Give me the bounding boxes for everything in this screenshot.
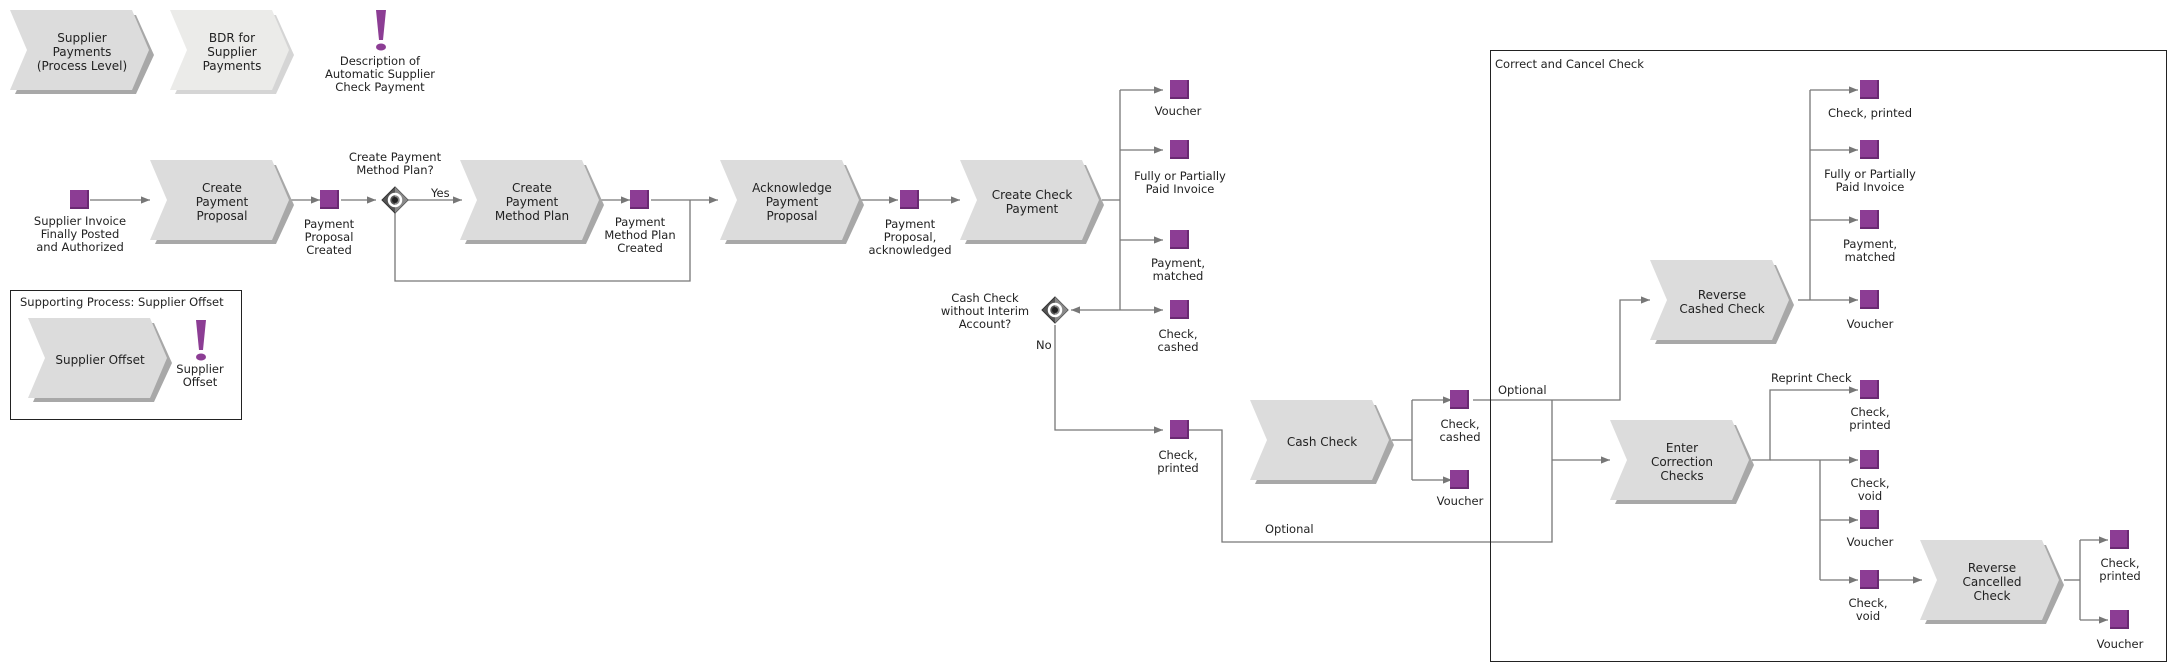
payment-proposal-created-event[interactable]	[320, 190, 339, 209]
check-void-2-event[interactable]	[1860, 570, 1879, 589]
enter-correction-checks-function[interactable]: Enter Correction Checks	[1610, 420, 1754, 504]
function-label: Create Payment Method Plan	[494, 181, 570, 223]
function-label: Create Check Payment	[991, 188, 1073, 216]
edge-printed-optional	[1184, 429, 1553, 543]
edge-gateway-skip	[394, 200, 691, 282]
create-payment-method-plan-function[interactable]: Create Payment Method Plan	[460, 160, 604, 244]
exclamation-icon	[376, 10, 386, 51]
event-label: Payment, matched	[1150, 256, 1206, 283]
supplier-offset-note-label: Supplier Offset	[176, 362, 224, 389]
voucher-2-event[interactable]	[1450, 470, 1469, 489]
gateway-question: Cash Check without Interim Account?	[940, 291, 1030, 331]
event-label: Check, printed	[1157, 448, 1199, 475]
gateway-payment-method-plan-shape	[381, 186, 409, 214]
correct-cancel-title: Correct and Cancel Check	[1495, 57, 1644, 71]
check-printed-1-event[interactable]	[1170, 420, 1189, 439]
supplier-offset-tile[interactable]: Supplier Offset	[28, 318, 172, 402]
yes-label: Yes	[431, 186, 450, 200]
gateway-question: Create Payment Method Plan?	[348, 150, 442, 177]
event-label: Payment Proposal, acknowledged	[868, 217, 952, 257]
supplier-offset-exclamation-icon	[196, 320, 206, 361]
description-note-label: Description of Automatic Supplier Check …	[324, 54, 436, 94]
payment-proposal-acknowledged-event[interactable]	[900, 190, 919, 209]
event-label: Check, void	[1848, 596, 1888, 623]
no-label: No	[1036, 338, 1052, 352]
tile-label: BDR for Supplier Payments	[202, 31, 262, 73]
event-label: Check, printed	[1849, 405, 1891, 432]
event-label: Voucher	[1846, 535, 1894, 549]
create-check-payment-function[interactable]: Create Check Payment	[960, 160, 1104, 244]
voucher-5-event[interactable]	[2110, 610, 2129, 629]
optional-label: Optional	[1265, 522, 1314, 536]
reverse-cashed-check-function[interactable]: Reverse Cashed Check	[1650, 260, 1794, 344]
check-printed-4-event[interactable]	[2110, 530, 2129, 549]
fully-partially-paid-invoice-1-event[interactable]	[1170, 140, 1189, 159]
event-label: Payment Proposal Created	[303, 217, 355, 257]
function-label: Reverse Cancelled Check	[1962, 561, 2022, 603]
function-label: Create Payment Proposal	[195, 181, 249, 223]
cash-check-function[interactable]: Cash Check	[1250, 400, 1394, 484]
tile-label: Supplier Payments (Process Level)	[36, 31, 128, 73]
function-label: Cash Check	[1286, 435, 1358, 449]
event-label: Fully or Partially Paid Invoice	[1134, 169, 1226, 196]
supplier-payments-process-level-tile[interactable]: Supplier Payments (Process Level)	[10, 10, 154, 94]
supplier-invoice-posted-event[interactable]	[70, 190, 89, 209]
event-label: Payment, matched	[1842, 237, 1898, 264]
payment-matched-1-event[interactable]	[1170, 230, 1189, 249]
event-label: Voucher	[1436, 494, 1484, 508]
event-label: Check, printed	[2099, 556, 2141, 583]
reprint-check-label: Reprint Check	[1771, 371, 1852, 385]
create-payment-proposal-function[interactable]: Create Payment Proposal	[150, 160, 294, 244]
voucher-4-event[interactable]	[1860, 510, 1879, 529]
fully-partially-paid-invoice-2-event[interactable]	[1860, 140, 1879, 159]
event-label: Voucher	[1846, 317, 1894, 331]
event-label: Voucher	[2096, 637, 2144, 651]
payment-method-plan-created-event[interactable]	[630, 190, 649, 209]
check-cashed-1-event[interactable]	[1170, 300, 1189, 319]
supporting-process-title: Supporting Process: Supplier Offset	[20, 295, 224, 309]
event-label: Supplier Invoice Finally Posted and Auth…	[33, 214, 127, 254]
reverse-cancelled-check-function[interactable]: Reverse Cancelled Check	[1920, 540, 2064, 624]
acknowledge-payment-proposal-function[interactable]: Acknowledge Payment Proposal	[720, 160, 864, 244]
correct-cancel-group	[1490, 50, 2167, 662]
check-cashed-2-event[interactable]	[1450, 390, 1469, 409]
voucher-1-event[interactable]	[1170, 80, 1189, 99]
function-label: Acknowledge Payment Proposal	[752, 181, 832, 223]
event-label: Fully or Partially Paid Invoice	[1824, 167, 1916, 194]
event-label: Check, cashed	[1439, 417, 1481, 444]
function-label: Enter Correction Checks	[1650, 441, 1714, 483]
event-label: Payment Method Plan Created	[604, 215, 676, 255]
event-label: Check, printed	[1827, 106, 1913, 120]
optional-label: Optional	[1498, 383, 1547, 397]
tile-label: Supplier Offset	[55, 353, 145, 367]
check-printed-2-event[interactable]	[1860, 80, 1879, 99]
supporting-process-group	[10, 290, 242, 420]
function-label: Reverse Cashed Check	[1679, 288, 1765, 316]
event-label: Check, void	[1850, 476, 1890, 503]
voucher-3-event[interactable]	[1860, 290, 1879, 309]
check-printed-3-event[interactable]	[1860, 380, 1879, 399]
edge-gateway-no	[1054, 325, 1163, 434]
check-void-1-event[interactable]	[1860, 450, 1879, 469]
bdr-supplier-payments-tile[interactable]: BDR for Supplier Payments	[170, 10, 294, 94]
event-label: Voucher	[1154, 104, 1202, 118]
payment-matched-2-event[interactable]	[1860, 210, 1879, 229]
event-label: Check, cashed	[1157, 327, 1199, 354]
gateway-cash-check-shape	[1041, 296, 1069, 324]
